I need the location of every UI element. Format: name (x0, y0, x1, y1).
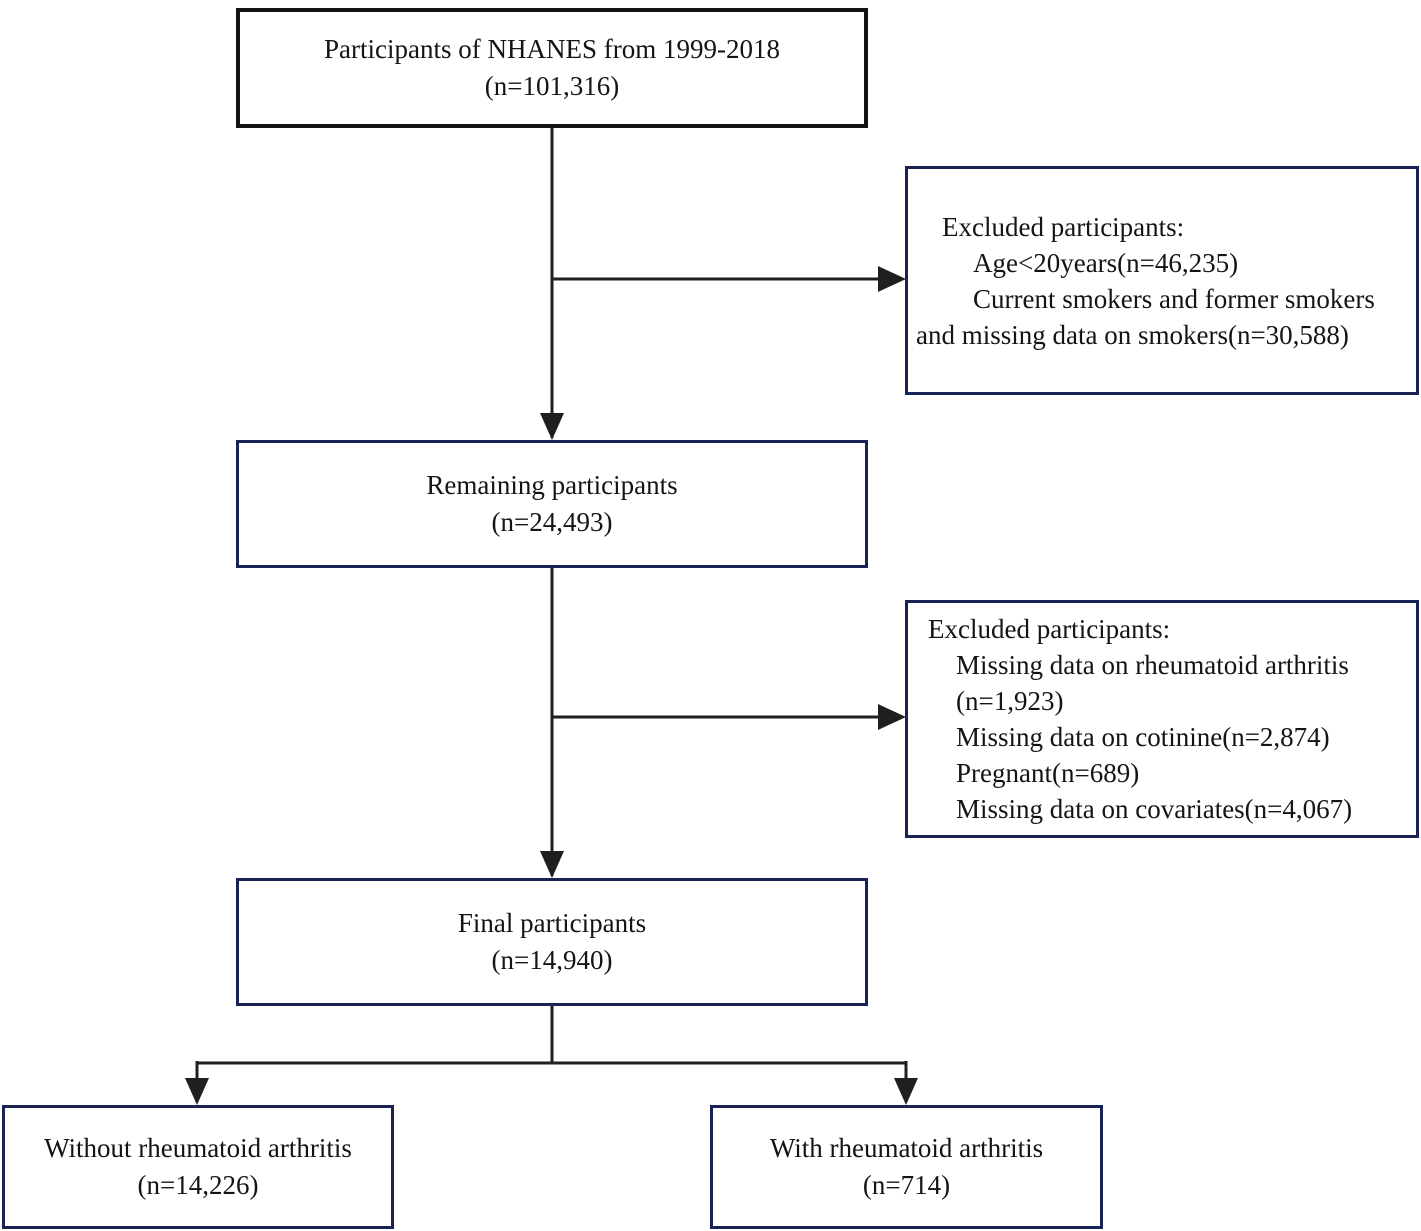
excluded-2-reason-cotinine: Missing data on cotinine(n=2,874) (956, 722, 1330, 752)
excluded-2-reason-ra-count: (n=1,923) (956, 686, 1064, 716)
box-nhanes-participants: Participants of NHANES from 1999-2018 (n… (236, 8, 868, 128)
box-remaining-participants: Remaining participants (n=24,493) (236, 440, 868, 568)
box-with-ra-title: With rheumatoid arthritis (769, 1133, 1044, 1163)
excluded-1-heading: Excluded participants: (942, 211, 1185, 242)
box-nhanes-title: Participants of NHANES from 1999-2018 (324, 34, 780, 64)
box-without-ra-count: (n=14,226) (137, 1170, 259, 1200)
excluded-2-heading: Excluded participants: (928, 614, 1171, 644)
excluded-2-reason-pregnant: Pregnant(n=689) (956, 758, 1140, 788)
arrowhead-right-excluded-2 (878, 704, 906, 730)
box-final-count: (n=14,940) (491, 945, 613, 975)
box-without-rheumatoid-arthritis: Without rheumatoid arthritis (n=14,226) (2, 1105, 394, 1229)
box-final-title: Final participants (457, 908, 647, 938)
excluded-1-reason-smokers: Current smokers and former smokers (973, 283, 1375, 314)
box-excluded-2: Excluded participants: Missing data on r… (905, 600, 1419, 838)
box-with-ra-count: (n=714) (862, 1170, 951, 1200)
arrowhead-down-final (540, 851, 564, 878)
arrowhead-down-without-ra (185, 1078, 209, 1105)
box-with-rheumatoid-arthritis: With rheumatoid arthritis (n=714) (710, 1105, 1103, 1229)
box-remaining-count: (n=24,493) (491, 507, 613, 537)
box-excluded-1: Excluded participants: Age<20years(n=46,… (905, 166, 1419, 395)
arrowhead-down-with-ra (894, 1078, 918, 1105)
excluded-2-reason-covariates: Missing data on covariates(n=4,067) (956, 794, 1353, 824)
box-remaining-title: Remaining participants (426, 470, 678, 500)
box-nhanes-count: (n=101,316) (484, 71, 620, 101)
excluded-2-reason-ra: Missing data on rheumatoid arthritis (956, 650, 1349, 680)
box-final-participants: Final participants (n=14,940) (236, 878, 868, 1006)
excluded-1-reason-smokers-cont: and missing data on smokers(n=30,588) (916, 319, 1349, 350)
excluded-1-reason-age: Age<20years(n=46,235) (973, 247, 1239, 278)
box-without-ra-title: Without rheumatoid arthritis (44, 1133, 352, 1163)
arrowhead-right-excluded-1 (878, 266, 906, 292)
arrowhead-down-remaining (540, 413, 564, 440)
